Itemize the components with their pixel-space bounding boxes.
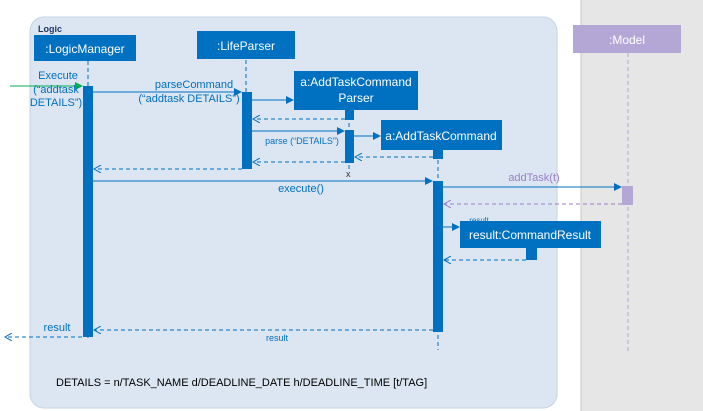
model-area [581,0,703,411]
label-add-task: addTask(t) [508,172,559,184]
label-parse-command-2: (“addtask DETAILS”) [138,93,239,105]
logic-frame-title: Logic [38,24,62,34]
participant-add-task-parser-label-1: a:AddTaskCommand [300,75,411,89]
participant-command-result-label: result:CommandResult [469,228,592,242]
parser-destroy-mark: x [346,169,351,179]
participant-life-parser [197,31,295,59]
participant-life-parser-label: :LifeParser [217,39,275,53]
label-result-out: result [44,322,71,334]
activation-model [622,186,633,205]
label-execute-3: DETAILS”) [30,97,82,109]
participant-add-task-parser-label-2: Parser [338,91,373,105]
activation-add-task-parser-2 [345,130,354,163]
participant-logic-manager [34,35,136,61]
label-result-inner: result [469,216,489,225]
details-footnote: DETAILS = n/TASK_NAME d/DEADLINE_DATE h/… [56,377,427,389]
participant-model [573,25,681,53]
activation-command-result [526,248,537,260]
participant-add-task-parser [294,71,418,110]
label-execute-call: execute() [278,183,324,195]
participant-model-label: :Model [609,33,645,47]
activation-add-task-command-2 [433,181,443,332]
activation-add-task-parser-1 [345,110,354,120]
label-parse-command-1: parseCommand [155,79,233,91]
activation-logic-manager [83,86,93,337]
activation-add-task-command-1 [433,150,443,159]
activation-life-parser [242,92,252,169]
label-execute-1: Execute [38,70,78,82]
label-result-to-logicmanager: result [266,333,289,343]
label-execute-2: (“addtask [33,84,79,96]
participant-add-task-command [381,120,502,150]
participant-command-result [460,221,601,248]
participant-logic-manager-label: :LogicManager [45,42,124,56]
label-parse-details: parse (“DETAILS”) [265,136,339,146]
logic-frame [29,16,558,409]
participant-add-task-command-label: a:AddTaskCommand [385,129,496,143]
